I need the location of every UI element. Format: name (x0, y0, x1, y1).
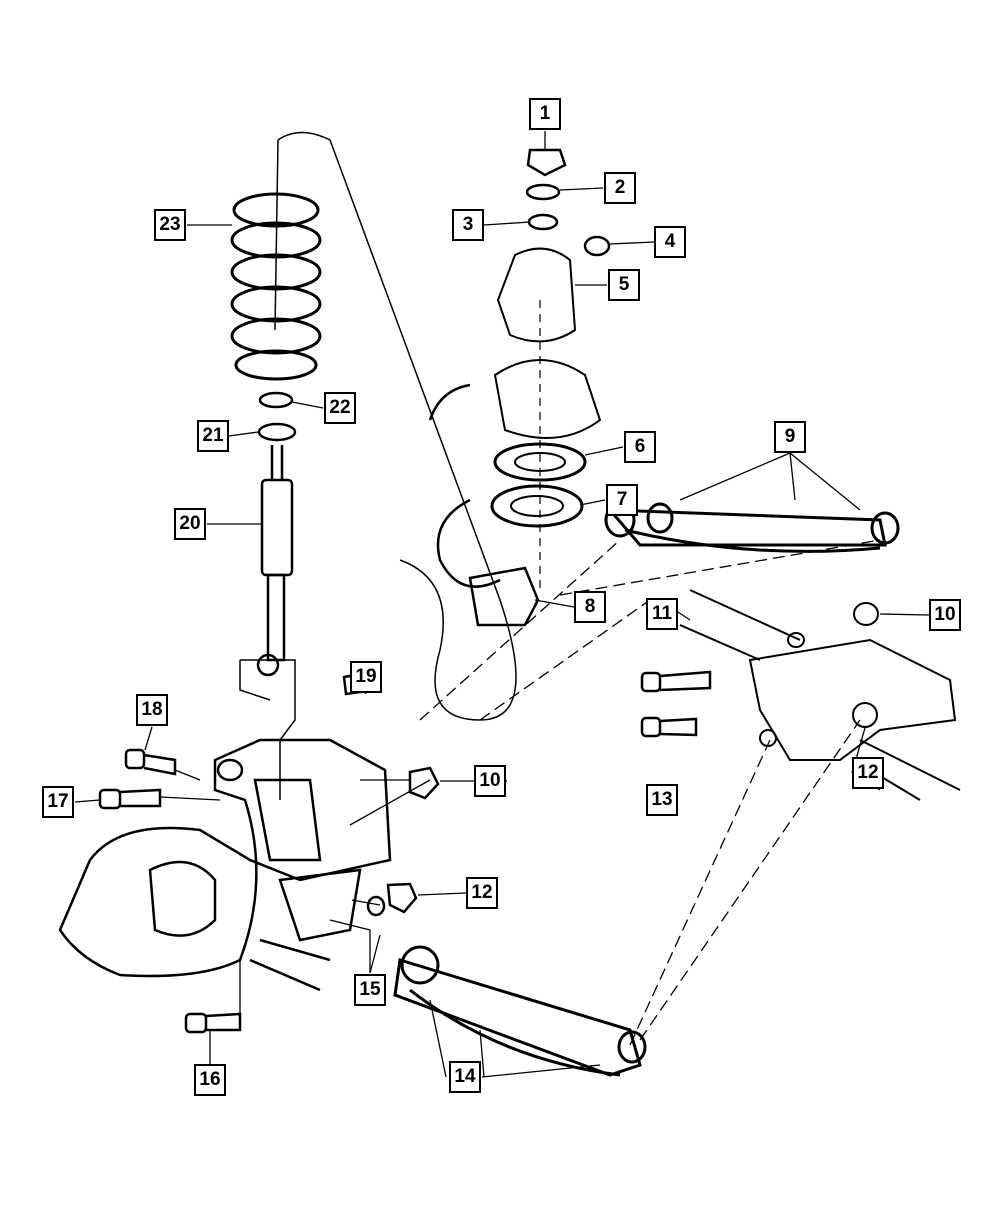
callout-1: 1 (529, 98, 561, 130)
callout-14: 14 (449, 1061, 481, 1093)
callout-17: 17 (42, 786, 74, 818)
callout-7: 7 (606, 484, 638, 516)
callout-20: 20 (174, 508, 206, 540)
spring-isolator (258, 391, 294, 409)
shock-bushing (257, 422, 297, 442)
callout-21: 21 (197, 420, 229, 452)
axle-housing (58, 738, 392, 992)
lower-control-arm (393, 945, 647, 1077)
callout-16: 16 (194, 1064, 226, 1096)
callout-10-left: 10 (474, 765, 506, 797)
callout-13: 13 (646, 784, 678, 816)
bolts-right (640, 670, 712, 738)
frame-rail (679, 589, 961, 801)
callout-10-right: 10 (929, 599, 961, 631)
shock-absorber (256, 445, 294, 677)
callout-8: 8 (574, 591, 606, 623)
coil-spring (230, 192, 322, 381)
leader-lines (74, 131, 930, 1078)
callout-5: 5 (608, 269, 640, 301)
callout-23: 23 (154, 209, 186, 241)
callout-2: 2 (604, 172, 636, 204)
callout-4: 4 (654, 226, 686, 258)
callout-19: 19 (350, 661, 382, 693)
jounce-bumper (468, 566, 540, 627)
spring-seat-lower (490, 484, 584, 528)
callout-12-right: 12 (852, 757, 884, 789)
callout-3: 3 (452, 209, 484, 241)
callout-22: 22 (324, 392, 356, 424)
callout-15: 15 (354, 974, 386, 1006)
callout-11: 11 (646, 598, 678, 630)
callout-6: 6 (624, 431, 656, 463)
bolts-left (98, 670, 440, 1034)
callout-18: 18 (136, 694, 168, 726)
callout-12-left: 12 (466, 877, 498, 909)
callout-9: 9 (774, 421, 806, 453)
